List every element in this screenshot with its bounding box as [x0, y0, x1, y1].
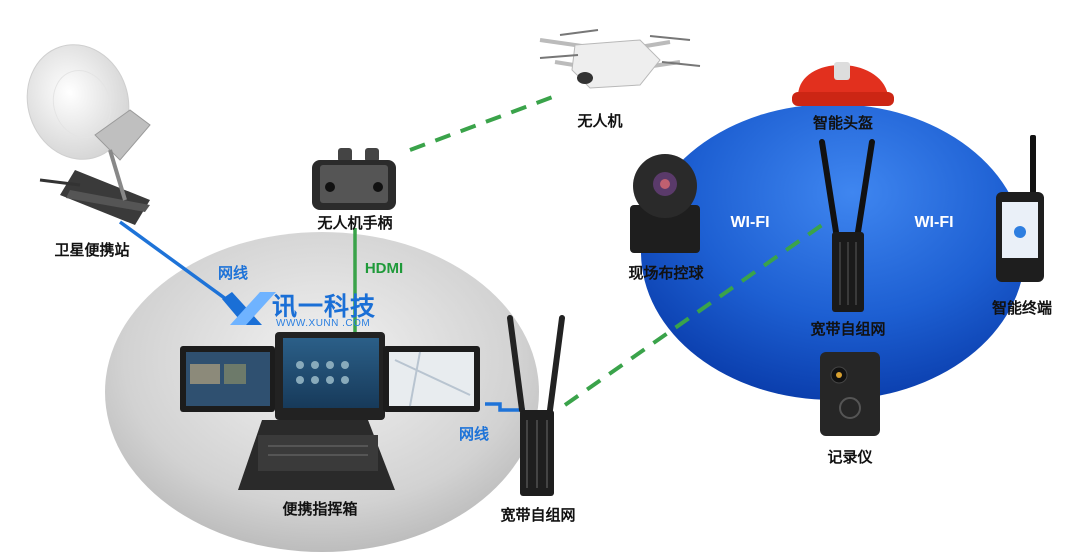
recorder-label: 记录仪	[827, 448, 873, 466]
smart-terminal-icon	[996, 135, 1044, 282]
drone-label: 无人机	[577, 112, 623, 130]
mesh-left-label: 宽带自组网	[500, 506, 576, 524]
net-cable-label-bottom: 网线	[458, 425, 490, 443]
wifi-label-left: WI-FI	[730, 214, 770, 231]
command-case-label: 便携指挥箱	[282, 500, 358, 518]
satellite-station-label: 卫星便携站	[54, 241, 130, 259]
hdmi-label: HDMI	[364, 260, 404, 277]
logo-url: WWW.XUNN .COM	[276, 318, 371, 329]
wifi-label-right: WI-FI	[914, 214, 954, 231]
ptz-camera-icon	[630, 154, 700, 253]
logo-name: 讯一科技	[272, 292, 377, 321]
drone-controller-icon	[312, 148, 396, 210]
recorder-icon	[820, 352, 880, 436]
smart-terminal-label: 智能终端	[991, 299, 1053, 317]
mesh-radio-right-icon	[819, 139, 875, 312]
mesh-radio-left-icon	[507, 315, 565, 496]
satellite-station-icon	[26, 44, 151, 225]
mesh-right-label: 宽带自组网	[810, 320, 886, 338]
drone-controller-label: 无人机手柄	[317, 214, 393, 232]
drone-icon	[539, 29, 701, 89]
company-logo: 讯一科技 WWW.XUNN .COM	[232, 287, 432, 337]
net-cable-mesh-link	[485, 402, 525, 412]
ptz-camera-label: 现场布控球	[628, 264, 704, 282]
command-case-icon	[180, 332, 480, 490]
smart-helmet-label: 智能头盔	[812, 114, 874, 132]
logo-mark-icon	[222, 292, 276, 325]
net-cable-label-top: 网线	[217, 264, 249, 282]
smart-helmet-icon	[792, 62, 894, 106]
drone-wireless-link	[409, 93, 559, 152]
